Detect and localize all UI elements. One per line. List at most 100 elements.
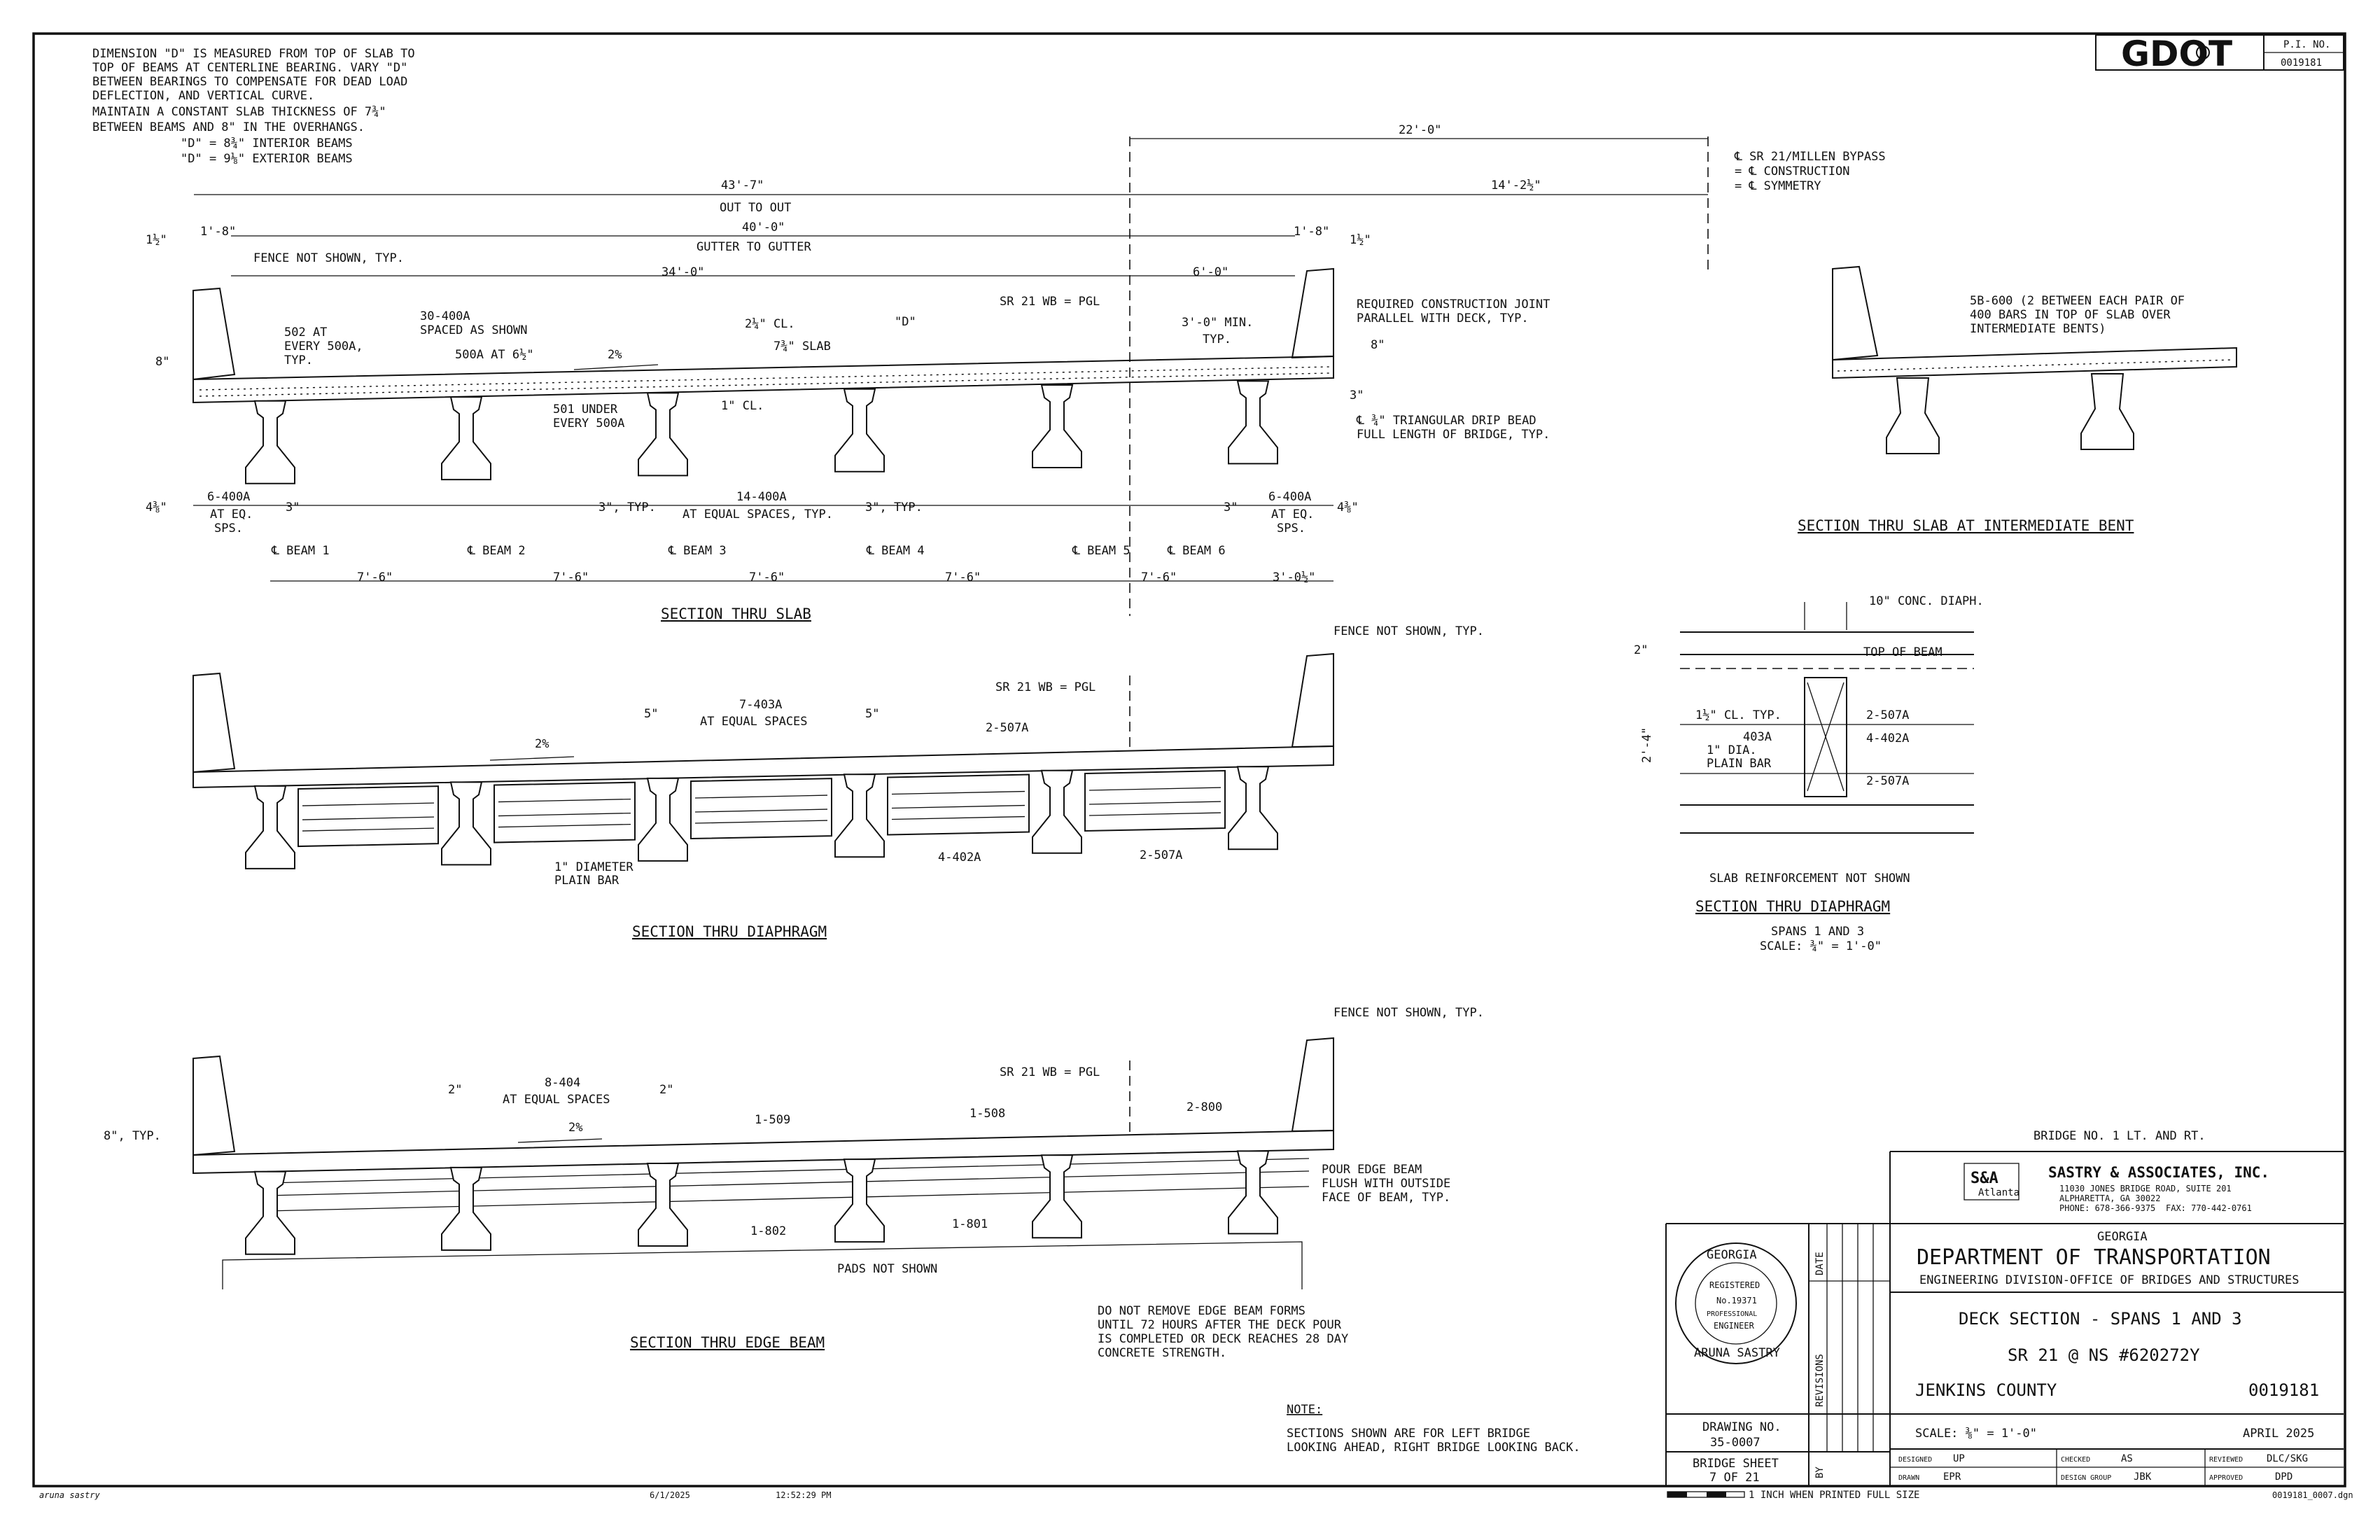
- drip-1: ℄ ¾" TRIANGULAR DRIP BEAD: [1356, 414, 1536, 428]
- designed-value: UP: [1953, 1453, 1965, 1464]
- pi-number: 0019181: [2281, 57, 2322, 69]
- dim-22: 22'-0": [1399, 123, 1441, 137]
- beam-3-label: ℄ BEAM 3: [668, 544, 727, 558]
- approved-label: APPROVED: [2209, 1474, 2243, 1482]
- slab-note: TOP OF BEAMS AT CENTERLINE BEARING. VARY…: [92, 61, 407, 75]
- req-joint-2: PARALLEL WITH DECK, TYP.: [1357, 312, 1529, 326]
- diaphragm-detail-title: SECTION THRU DIAPHRAGM: [1695, 898, 1890, 915]
- bridge-no: BRIDGE NO. 1 LT. AND RT.: [2033, 1129, 2206, 1143]
- dim-40: 40'-0": [742, 220, 785, 234]
- title-block: BRIDGE NO. 1 LT. AND RT. S&A Atlanta SAS…: [1665, 1129, 2353, 1501]
- reviewed-label: REVIEWED: [2209, 1456, 2243, 1464]
- diaphragm-beam: [638, 777, 688, 862]
- dim-3-rr: 3": [1224, 500, 1238, 514]
- bar-502-1: 502 AT: [284, 326, 327, 340]
- pads-outline: [222, 1241, 1303, 1289]
- edge-girder: [441, 1166, 491, 1251]
- edge-bar-2-800: 2-800: [1186, 1100, 1222, 1114]
- at-equal-spaces-typ: AT EQUAL SPACES, TYP.: [682, 507, 833, 522]
- edge-bar-1-801: 1-801: [952, 1217, 988, 1231]
- bar-502-3: TYP.: [284, 354, 313, 368]
- state: GEORGIA: [2097, 1230, 2148, 1244]
- drip-2: FULL LENGTH OF BRIDGE, TYP.: [1357, 428, 1550, 442]
- gdot-header: GDOT P.I. NO. 0019181: [2095, 34, 2344, 74]
- dim-2-4: 2'-4": [1640, 727, 1654, 763]
- req-joint-1: REQUIRED CONSTRUCTION JOINT: [1357, 298, 1550, 312]
- edge-pads: PADS NOT SHOWN: [837, 1262, 937, 1276]
- revisions-col-label: REVISIONS: [1814, 1354, 1826, 1407]
- detail-scale: SCALE: ¾" = 1'-0": [1760, 939, 1882, 953]
- slab-775: 7¾" SLAB: [774, 340, 831, 354]
- diaphragm-beam: [441, 781, 491, 866]
- slab-note: BETWEEN BEAMS AND 8" IN THE OVERHANGS.: [92, 120, 365, 134]
- drawing-no: 35-0007: [1710, 1436, 1760, 1450]
- checked-label: CHECKED: [2061, 1456, 2090, 1464]
- diaph-bar-2-507a-b: 2-507A: [1140, 848, 1182, 862]
- beam-6-label: ℄ BEAM 6: [1167, 544, 1226, 558]
- right-barrier: [1291, 267, 1334, 359]
- diaphragm-bar: [694, 820, 828, 824]
- seal-name: ARUNA SASTRY: [1694, 1346, 1780, 1360]
- bar-4-402a: 4-402A: [1866, 732, 1909, 746]
- edge-bar-1-508: 1-508: [969, 1107, 1005, 1121]
- approved-value: DPD: [2275, 1471, 2292, 1483]
- division: ENGINEERING DIVISION-OFFICE OF BRIDGES A…: [1919, 1273, 2299, 1287]
- bar-403a: 403A: [1743, 730, 1772, 744]
- fence-note: FENCE NOT SHOWN, TYP.: [253, 251, 404, 265]
- edge-note-2: UNTIL 72 HOURS AFTER THE DECK POUR: [1098, 1318, 1342, 1332]
- seal-reg: REGISTERED: [1709, 1280, 1760, 1290]
- county: JENKINS COUNTY: [1915, 1380, 2057, 1400]
- edge-note-1: DO NOT REMOVE EDGE BEAM FORMS: [1098, 1304, 1306, 1318]
- cl-line-2: = ℄ CONSTRUCTION: [1735, 164, 1849, 178]
- diaph-plain-bar: PLAIN BAR: [554, 874, 620, 888]
- firm-fax: FAX: 770-442-0761: [2166, 1203, 2252, 1213]
- drawn-label: DRAWN: [1898, 1474, 1919, 1482]
- diaphragm-bar: [1088, 787, 1222, 791]
- sheet-title: DECK SECTION - SPANS 1 AND 3: [1959, 1309, 2242, 1329]
- bent-title: SECTION THRU SLAB AT INTERMEDIATE BENT: [1798, 517, 2134, 534]
- diaphragm-panel: [690, 778, 832, 840]
- bent-note-1: 5B-600 (2 BETWEEN EACH PAIR OF: [1970, 294, 2185, 308]
- slab-note: DEFLECTION, AND VERTICAL CURVE.: [92, 89, 314, 103]
- dim-1-8: 1'-8": [200, 225, 236, 239]
- edge-pour-1: POUR EDGE BEAM: [1322, 1163, 1422, 1177]
- bar-502-2: EVERY 500A,: [284, 340, 363, 354]
- diaphragm-bar: [498, 823, 631, 828]
- by-col-label: BY: [1814, 1466, 1826, 1478]
- note-line-1: SECTIONS SHOWN ARE FOR LEFT BRIDGE: [1287, 1427, 1530, 1441]
- diaphragm-beam: [1228, 766, 1278, 850]
- edge-beams: [245, 1150, 1278, 1255]
- edge-bar-8-404: 8-404: [545, 1076, 580, 1090]
- dim-6: 6'-0": [1193, 265, 1228, 279]
- date-col-label: DATE: [1814, 1252, 1826, 1275]
- dim-7-6-d: 7'-6": [945, 570, 981, 584]
- dim-2: 2": [1634, 643, 1648, 657]
- diaphragm-bar: [891, 804, 1026, 809]
- deck-slab: [192, 355, 1334, 404]
- diaphragm-bar: [498, 812, 631, 817]
- diaph-fence-note: FENCE NOT SHOWN, TYP.: [1334, 624, 1484, 638]
- beam-4: [834, 388, 885, 472]
- plot-footer: aruna sastry 6/1/2025 12:52:29 PM: [39, 1490, 831, 1500]
- diaphragm-detail: 10" CONC. DIAPH. 2" TOP OF BEAM 1½" CL. …: [1634, 594, 1984, 953]
- footer-time: 12:52:29 PM: [776, 1490, 831, 1500]
- diaph-dia: 1" DIAMETER: [554, 860, 634, 874]
- dim-3-l: 3": [286, 500, 300, 514]
- dim-8-r: 8": [1371, 338, 1385, 352]
- diaphragm-beam: [1032, 769, 1082, 854]
- bent-note-3: INTERMEDIATE BENTS): [1970, 322, 2106, 336]
- edge-girder: [245, 1170, 295, 1255]
- designed-label: DESIGNED: [1898, 1456, 1932, 1464]
- slab-beams: [245, 380, 1278, 484]
- edge-pour-3: FACE OF BEAM, TYP.: [1322, 1191, 1450, 1205]
- dim-1-5: 1½": [146, 233, 167, 247]
- dim-3-typ: 3", TYP.: [598, 500, 656, 514]
- diaph-slope: 2%: [535, 737, 549, 751]
- slab-note: SLAB REINFORCEMENT NOT SHOWN: [1709, 872, 1910, 886]
- edge-bar-1-802: 1-802: [750, 1224, 786, 1238]
- gutter-to-gutter: GUTTER TO GUTTER: [696, 240, 812, 254]
- project-name: SR 21 @ NS #620272Y: [2008, 1345, 2200, 1365]
- pgl-label: SR 21 WB = PGL: [1000, 295, 1100, 309]
- out-to-out: OUT TO OUT: [720, 201, 791, 215]
